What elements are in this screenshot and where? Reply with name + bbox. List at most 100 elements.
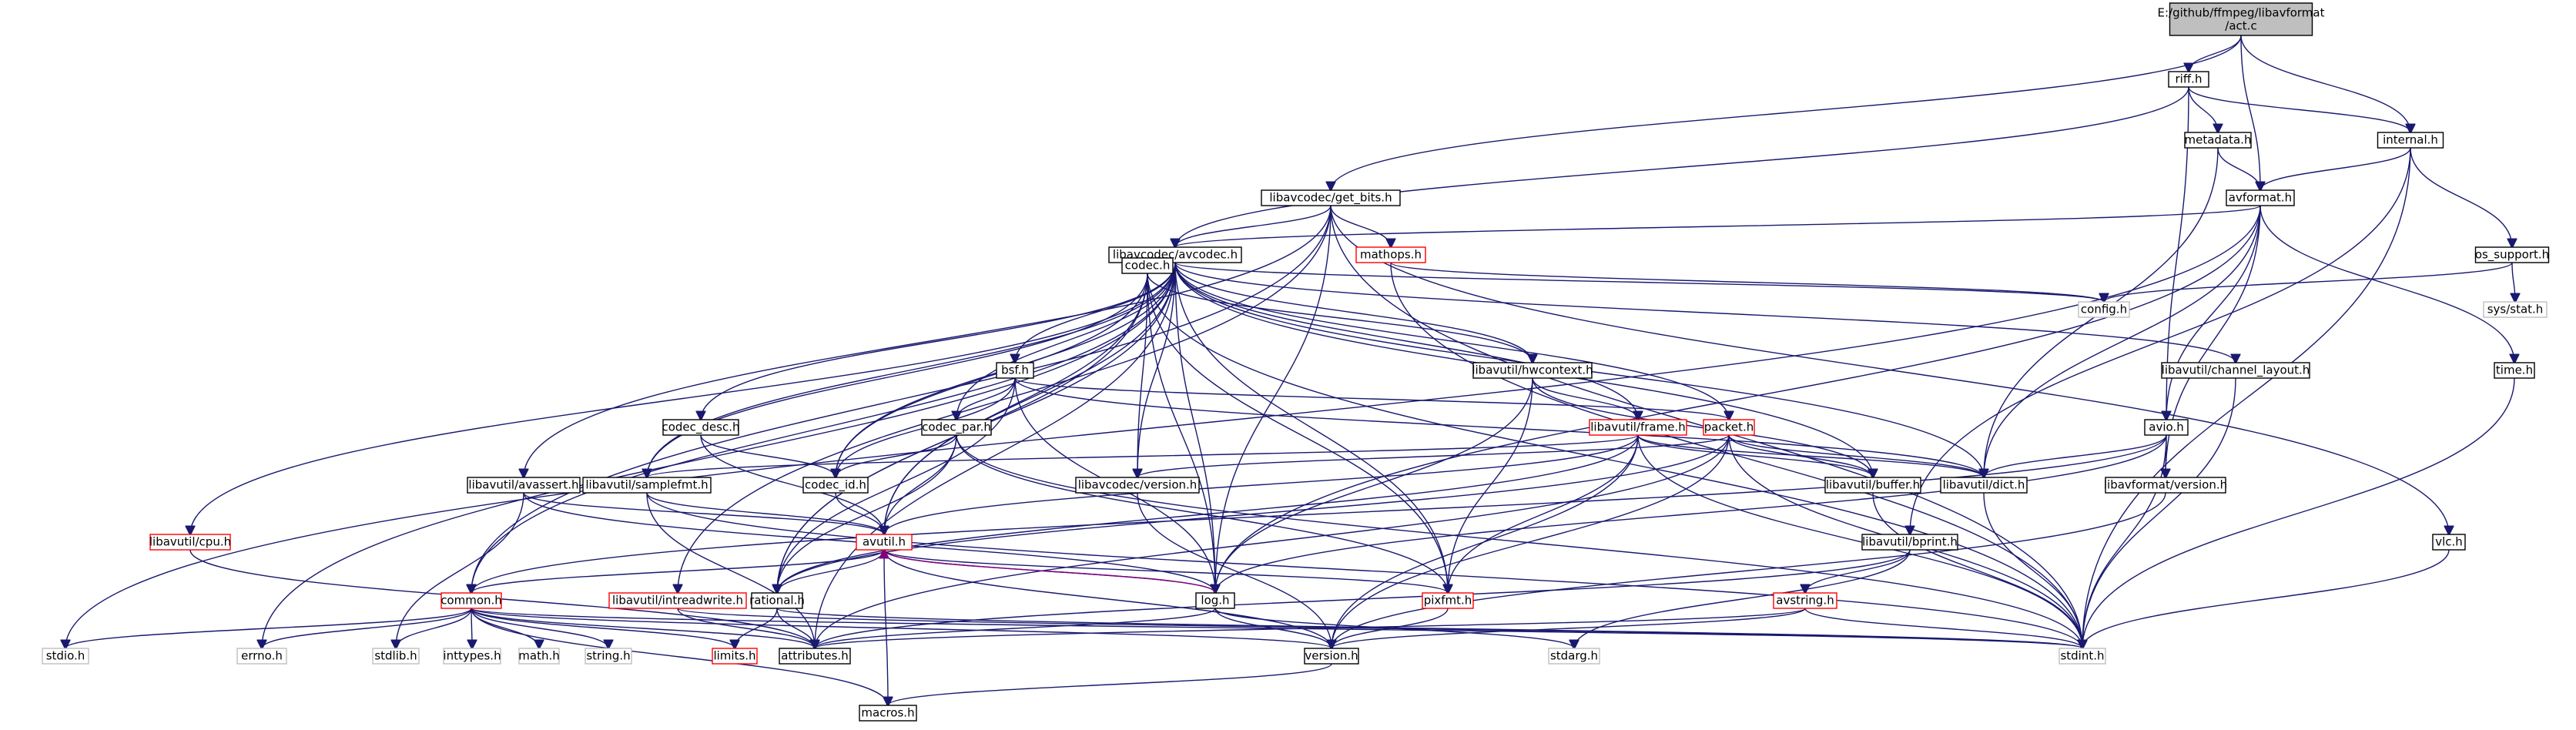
node-stdlib-h: stdlib.h: [372, 648, 420, 665]
node-box: [1195, 592, 1235, 609]
edge-packet-h-to-avcodec-version-h: [1137, 434, 1730, 477]
node-vlc-h[interactable]: vlc.h: [2432, 534, 2466, 551]
node-box: [921, 419, 992, 436]
node-codec-par-h[interactable]: codec_par.h: [921, 419, 992, 436]
edge-bsf-h-to-packet-h: [1014, 377, 1729, 420]
edge-codec-desc-h-to-avutil-h: [700, 434, 884, 534]
edge-common-h-to-macros-h: [471, 608, 888, 705]
node-avutil-h[interactable]: avutil.h: [856, 534, 913, 551]
edge-samplefmt-h-to-attributes-h: [646, 492, 815, 648]
node-box: [996, 362, 1034, 379]
node-label: sys/stat.h: [2487, 303, 2544, 316]
node-avformat-version-h[interactable]: libavformat/version.h: [2104, 477, 2227, 494]
node-cpu-h[interactable]: libavutil/cpu.h: [149, 534, 231, 551]
edge-internal-h-to-stdint-h: [2082, 147, 2411, 648]
edge-codec-par-h-to-avutil-h: [884, 434, 957, 534]
edge-act-c-to-internal-h: [2240, 35, 2410, 132]
edge-avstring-h-to-attributes-h: [815, 608, 1806, 648]
node-version-h[interactable]: version.h: [1304, 648, 1359, 665]
node-riff-h[interactable]: riff.h: [2168, 71, 2209, 88]
node-label: time.h: [2496, 363, 2533, 377]
edge-packet-h-to-version-h: [1332, 434, 1730, 648]
node-box: [1261, 189, 1401, 206]
node-metadata-h[interactable]: metadata.h: [2184, 132, 2252, 149]
edge-riff-h-to-avcodec-h: [1175, 86, 2189, 247]
node-time-h[interactable]: time.h: [2494, 362, 2535, 379]
node-box: [2184, 132, 2252, 149]
edge-intreadwrite-h-to-attributes-h: [677, 608, 815, 648]
edge-avcodec-h-to-avcodec-version-h: [1137, 262, 1176, 477]
edge-frame-h-to-rational-h: [777, 434, 1639, 593]
edge-internal-h-to-avformat-h: [2260, 147, 2411, 190]
edges-layer: [65, 35, 2515, 705]
node-box: [443, 648, 501, 665]
edge-avutil-h-to-common-h: [471, 549, 885, 593]
node-avio-h[interactable]: avio.h: [2144, 419, 2189, 436]
edge-buffer-h-to-stdint-h: [1872, 492, 2082, 648]
node-avcodec-version-h[interactable]: libavcodec/version.h: [1075, 477, 1200, 494]
node-get-bits-h[interactable]: libavcodec/get_bits.h: [1261, 189, 1401, 206]
edge-bsf-h-to-rational-h: [777, 377, 1016, 593]
node-label: riff.h: [2176, 72, 2202, 86]
node-label: codec.h: [1125, 259, 1171, 273]
node-box: [582, 477, 712, 494]
node-bprint-h[interactable]: libavutil/bprint.h: [1861, 534, 1958, 551]
node-avstring-h[interactable]: avstring.h: [1773, 592, 1837, 609]
node-errno-h: errno.h: [236, 648, 287, 665]
node-label: libavutil/avassert.h: [468, 478, 578, 492]
edge-avcodec-h-to-packet-h: [1174, 262, 1729, 420]
node-packet-h[interactable]: packet.h: [1703, 419, 1755, 436]
node-pixfmt-h[interactable]: pixfmt.h: [1422, 592, 1474, 609]
edge-packet-h-to-buffer-h: [1728, 434, 1873, 477]
node-os-support-h[interactable]: os_support.h: [2474, 246, 2550, 263]
edge-common-h-to-attributes-h: [471, 608, 815, 648]
node-mathops-h[interactable]: mathops.h: [1355, 246, 1426, 263]
node-avformat-h[interactable]: avformat.h: [2226, 189, 2295, 206]
node-macros-h[interactable]: macros.h: [859, 705, 917, 722]
edge-get-bits-h-to-avassert-h: [524, 205, 1332, 477]
node-label: avutil.h: [863, 535, 906, 549]
node-attributes-h[interactable]: attributes.h: [779, 648, 851, 665]
node-sys-stat-h: sys/stat.h: [2483, 301, 2548, 318]
node-limits-h[interactable]: limits.h: [712, 648, 758, 665]
node-buffer-h[interactable]: libavutil/buffer.h: [1824, 477, 1921, 494]
node-box: [1355, 246, 1426, 263]
node-hwcontext-h[interactable]: libavutil/hwcontext.h: [1472, 362, 1593, 379]
edge-frame-h-to-version-h: [1332, 434, 1639, 648]
edge-vlc-h-to-stdint-h: [2082, 549, 2450, 648]
edge-avcodec-h-to-common-h: [471, 262, 1176, 593]
node-codec-desc-h[interactable]: codec_desc.h: [662, 419, 740, 436]
node-common-h[interactable]: common.h: [440, 592, 502, 609]
node-internal-h[interactable]: internal.h: [2377, 132, 2444, 149]
edge-avstring-h-to-stdint-h: [1804, 608, 2082, 648]
node-label: libavutil/dict.h: [1943, 478, 2025, 492]
edge-riff-h-to-metadata-h: [2188, 86, 2218, 132]
edge-avio-h-to-stdint-h: [2082, 434, 2167, 648]
node-dict-h[interactable]: libavutil/dict.h: [1940, 477, 2028, 494]
node-codec-h[interactable]: codec.h: [1121, 257, 1174, 274]
node-label: codec_desc.h: [662, 420, 739, 435]
node-rational-h[interactable]: rational.h: [749, 592, 805, 609]
node-act-c[interactable]: E:/github/ffmpeg/libavformat/act.c: [2158, 2, 2325, 36]
node-intreadwrite-h[interactable]: libavutil/intreadwrite.h: [608, 592, 747, 609]
edge-frame-h-to-buffer-h: [1637, 434, 1873, 477]
edge-get-bits-h-to-intreadwrite-h: [678, 205, 1332, 593]
edge-act-c-to-riff-h: [2189, 35, 2242, 72]
node-inttypes-h: inttypes.h: [443, 648, 501, 665]
node-box: [2144, 419, 2189, 436]
node-log-h[interactable]: log.h: [1195, 592, 1235, 609]
node-box: [1773, 592, 1837, 609]
edge-avcodec-h-to-hwcontext-h: [1174, 262, 1533, 363]
node-bsf-h[interactable]: bsf.h: [996, 362, 1034, 379]
node-label: libavutil/buffer.h: [1826, 478, 1920, 492]
node-label: string.h: [586, 649, 630, 663]
node-avassert-h[interactable]: libavutil/avassert.h: [467, 477, 581, 494]
edge-codec-h-to-codec-id-h: [836, 273, 1148, 477]
node-frame-h[interactable]: libavutil/frame.h: [1589, 419, 1687, 436]
node-channel-layout-h[interactable]: libavutil/channel_layout.h: [2161, 362, 2310, 379]
node-box: [2078, 301, 2130, 318]
node-codec-id-h[interactable]: codec_id.h: [802, 477, 869, 494]
edge-riff-h-to-internal-h: [2188, 86, 2410, 132]
node-box: [1121, 257, 1174, 274]
node-samplefmt-h[interactable]: libavutil/samplefmt.h: [582, 477, 712, 494]
